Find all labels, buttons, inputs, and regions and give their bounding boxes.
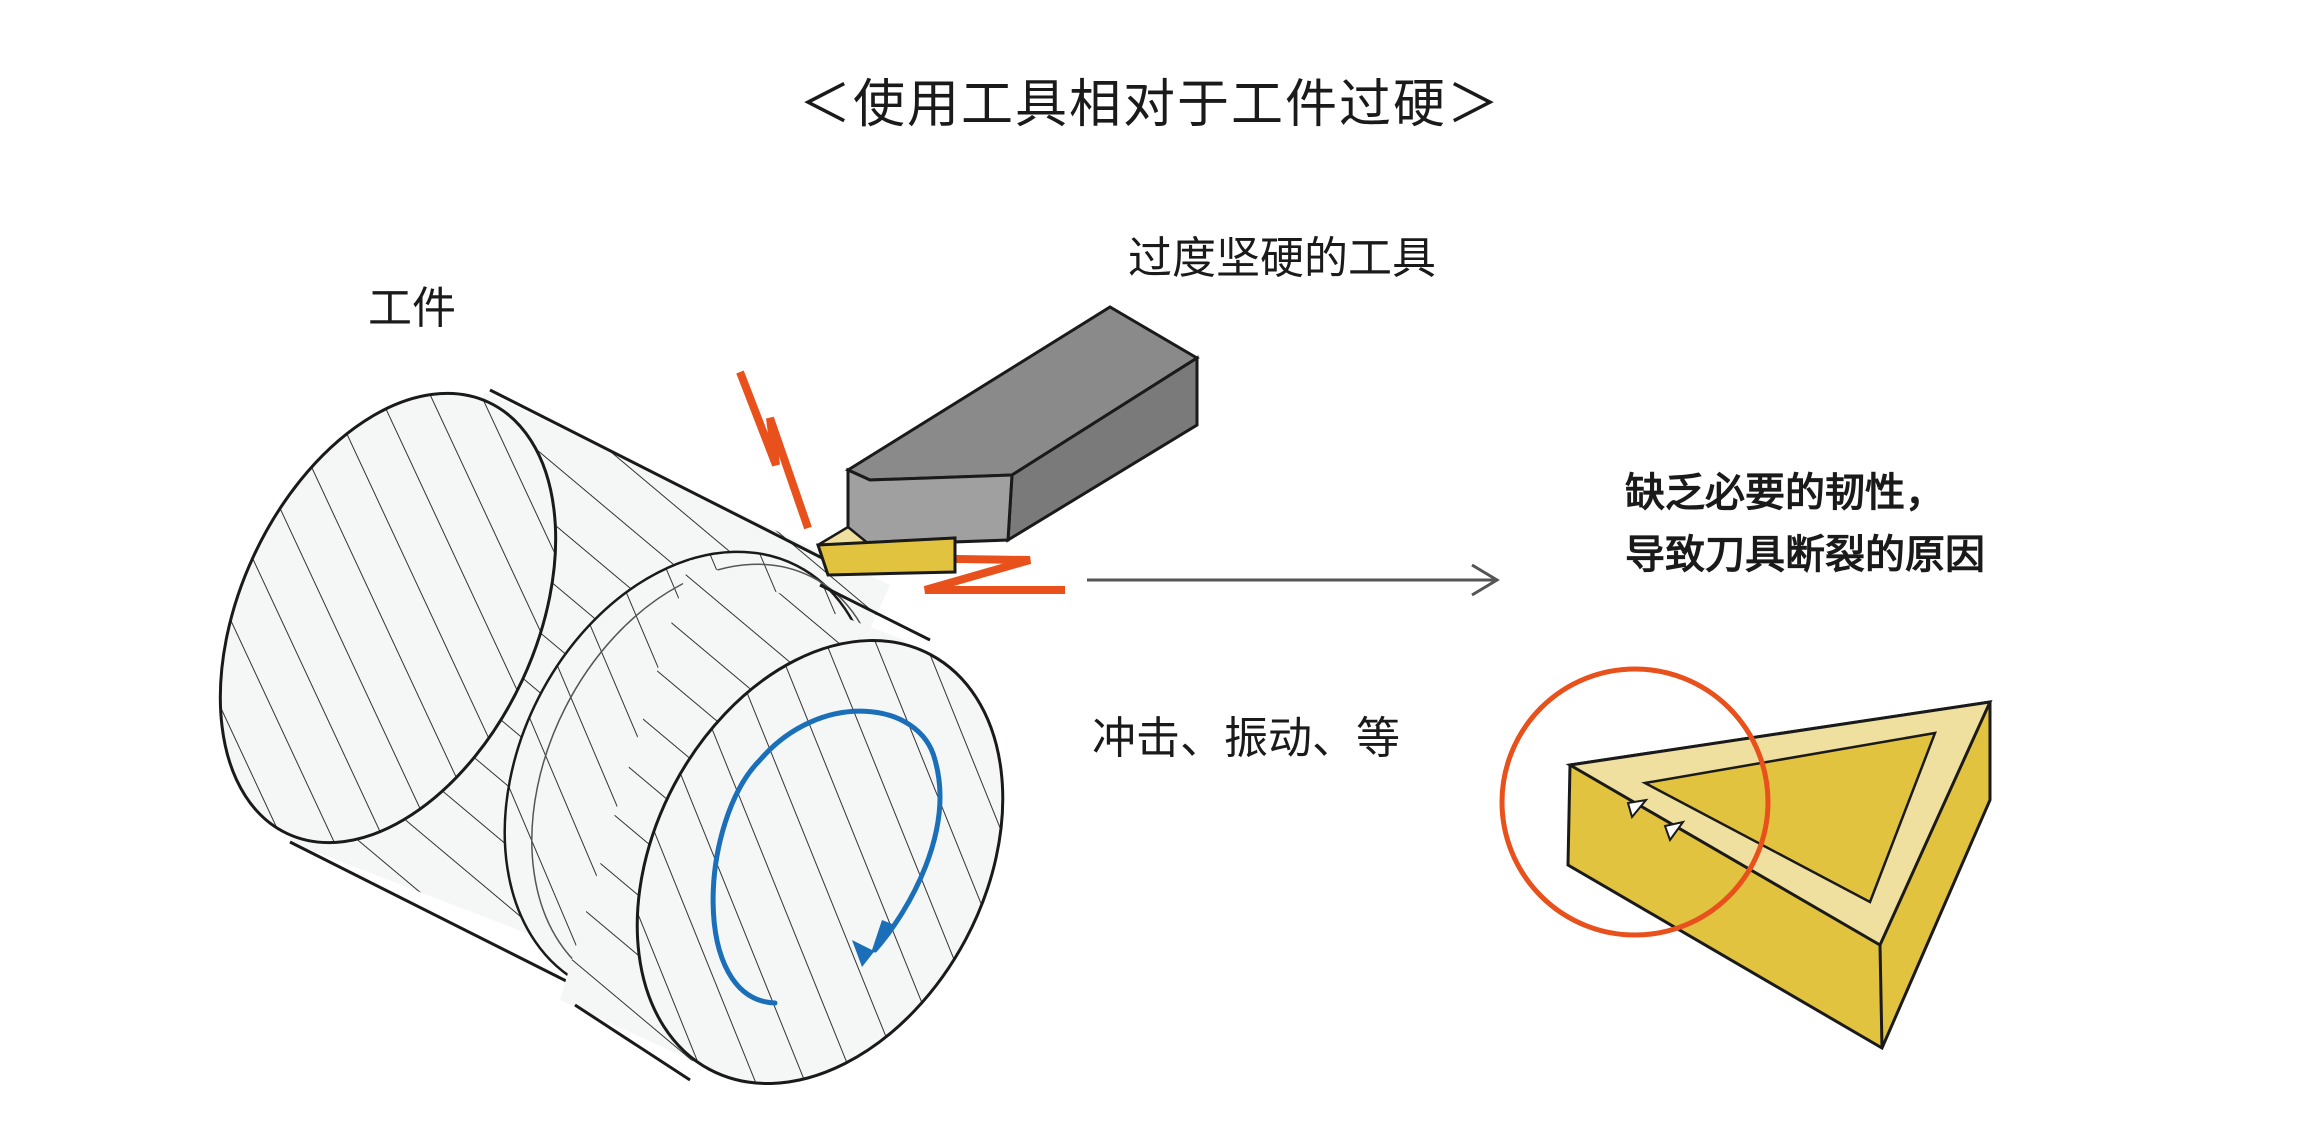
broken-insert (1499, 666, 1993, 1051)
tool-insert-front (815, 536, 957, 577)
cause-line-1: 缺乏必要的韧性， (1625, 470, 1945, 516)
tool-holder-front (846, 467, 1014, 547)
workpiece-label: 工件 (368, 283, 456, 334)
cause-line-2: 导致刀具断裂的原因 (1625, 532, 1985, 578)
cause-label: 缺乏必要的韧性， 导致刀具断裂的原因 (1625, 462, 1985, 586)
workpiece (218, 388, 1005, 1085)
page-title: ＜使用工具相对于工件过硬＞ (798, 75, 1501, 135)
tool-label: 过度坚硬的工具 (1128, 233, 1436, 284)
impact-label: 冲击、振动、等 (1092, 713, 1400, 764)
arrow-right-icon (1087, 563, 1500, 597)
lightning-icon (736, 370, 1065, 594)
crack-icon (1626, 798, 1686, 843)
insert-chipbreaker (1641, 731, 1937, 904)
tool-holder (815, 305, 1200, 577)
rotation-arrow-icon (710, 708, 943, 1006)
highlight-circle (1499, 666, 1771, 938)
workpiece-back-face (218, 391, 558, 845)
